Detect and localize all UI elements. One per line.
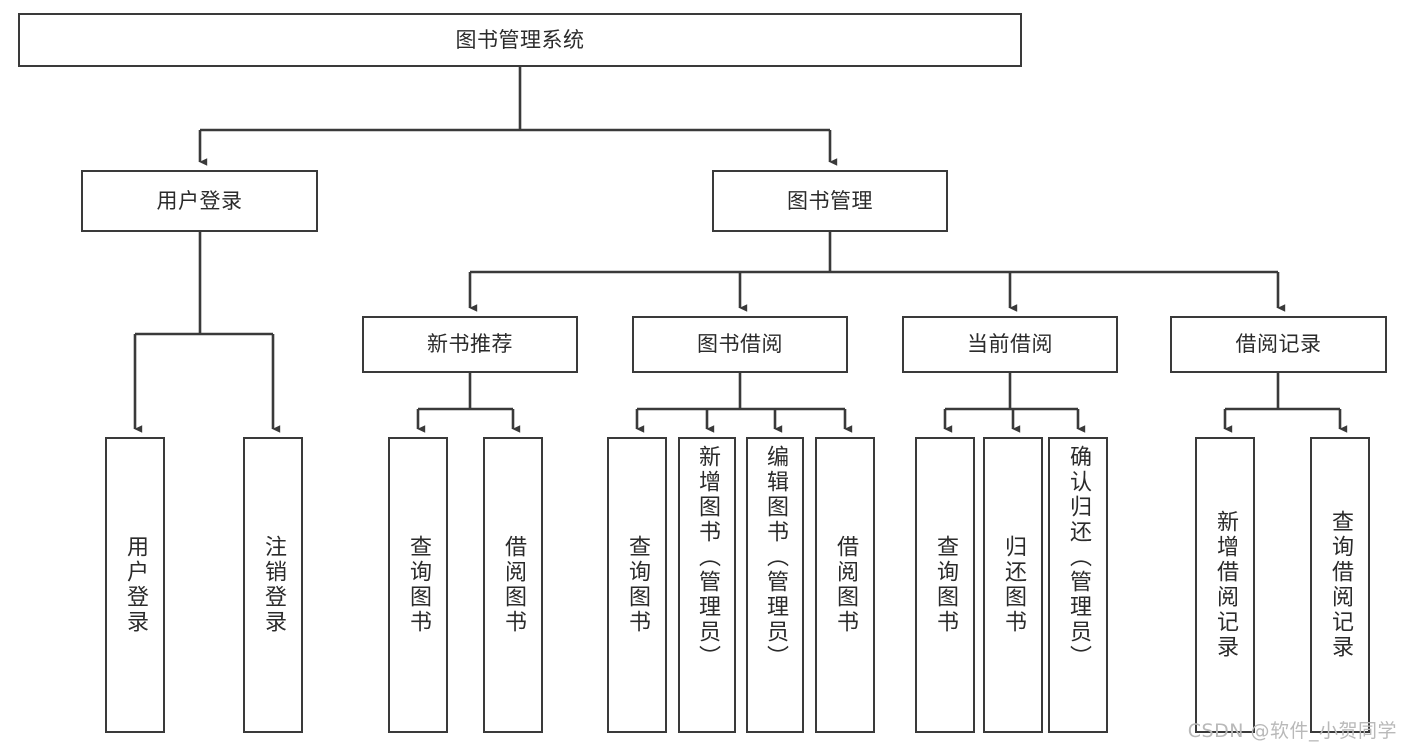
node-root-system[interactable]: 图书管理系统 (18, 13, 1022, 67)
node-label: 用户登录 (156, 188, 243, 213)
node-borrow-record[interactable]: 借阅记录 (1170, 316, 1387, 373)
watermark-text: CSDN @软件_小贺同学 (1187, 720, 1397, 742)
node-leaf-return-book[interactable]: 归还图书 (983, 437, 1043, 733)
node-leaf-borrow-book-recommend[interactable]: 借阅图书 (483, 437, 543, 733)
node-label: 借阅图书 (501, 535, 526, 635)
node-label: 当前借阅 (967, 332, 1053, 357)
node-leaf-borrow-book[interactable]: 借阅图书 (815, 437, 875, 733)
node-label: 新增借阅记录 (1213, 510, 1238, 660)
node-label: 查询图书 (406, 535, 431, 635)
node-label: 注销登录 (261, 535, 286, 635)
node-label: 查询借阅记录 (1328, 510, 1353, 660)
node-leaf-query-borrow-record[interactable]: 查询借阅记录 (1310, 437, 1370, 733)
node-label: 借阅图书 (833, 535, 858, 635)
node-label: 查询图书 (933, 535, 958, 635)
node-leaf-query-book-current[interactable]: 查询图书 (915, 437, 975, 733)
node-leaf-add-borrow-record[interactable]: 新增借阅记录 (1195, 437, 1255, 733)
node-label: 用户登录 (123, 535, 148, 635)
node-leaf-add-book[interactable]: 新增图书（管理员） (678, 437, 736, 733)
node-book-borrow[interactable]: 图书借阅 (632, 316, 848, 373)
node-label: 确认归还（管理员） (1066, 445, 1091, 670)
node-label: 新增图书（管理员） (695, 445, 720, 670)
node-leaf-confirm-return[interactable]: 确认归还（管理员） (1048, 437, 1108, 733)
node-label: 图书管理系统 (455, 27, 585, 52)
node-label: 查询图书 (625, 535, 650, 635)
node-new-book-recommend[interactable]: 新书推荐 (362, 316, 578, 373)
node-label: 图书借阅 (697, 332, 783, 357)
node-leaf-user-login[interactable]: 用户登录 (105, 437, 165, 733)
node-user-login[interactable]: 用户登录 (81, 170, 318, 232)
node-book-management[interactable]: 图书管理 (712, 170, 948, 232)
node-label: 借阅记录 (1235, 332, 1322, 357)
node-leaf-edit-book[interactable]: 编辑图书（管理员） (746, 437, 804, 733)
node-label: 编辑图书（管理员） (763, 445, 788, 670)
node-label: 归还图书 (1001, 535, 1026, 635)
node-leaf-logout[interactable]: 注销登录 (243, 437, 303, 733)
node-current-borrow[interactable]: 当前借阅 (902, 316, 1118, 373)
node-label: 图书管理 (787, 188, 873, 213)
node-leaf-query-book-borrow[interactable]: 查询图书 (607, 437, 667, 733)
node-label: 新书推荐 (427, 332, 513, 357)
node-leaf-query-book-recommend[interactable]: 查询图书 (388, 437, 448, 733)
